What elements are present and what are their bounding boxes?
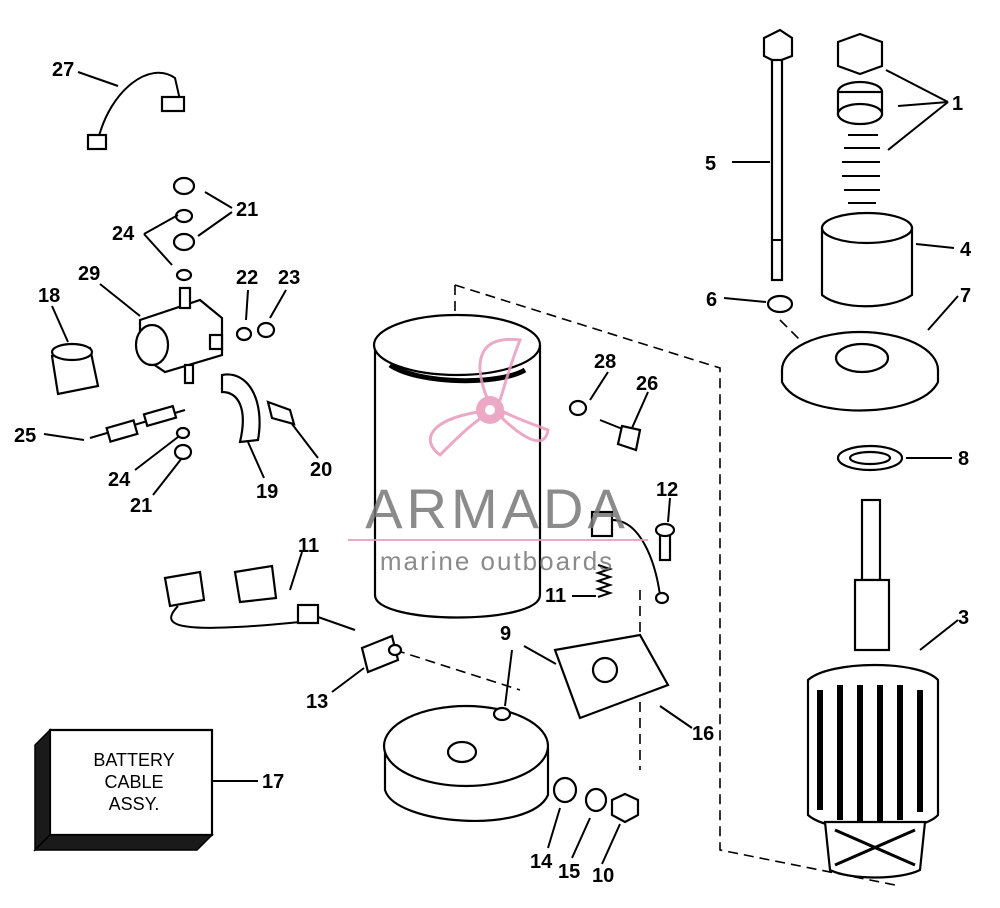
callout-8: 8 [958, 448, 969, 470]
battery-box-line-1: BATTERY [93, 750, 174, 770]
callout-27: 27 [52, 59, 74, 81]
end-cap-fasteners [552, 776, 640, 824]
callout-14: 14 [530, 851, 553, 873]
callout-5: 5 [705, 153, 716, 175]
thrust-washer-part [836, 444, 904, 472]
callout-15: 15 [558, 861, 580, 883]
positive-cable-part [89, 404, 193, 461]
through-bolt-part [762, 28, 794, 282]
watermark: ARMADA marine outboards [348, 337, 648, 576]
callout-21-bottom: 21 [130, 495, 152, 517]
battery-cable-box [33, 728, 214, 852]
callout-20: 20 [310, 459, 332, 481]
brush-plate-part [553, 633, 670, 720]
callout-11-right: 11 [545, 585, 566, 607]
lower-end-cap-part [382, 704, 550, 822]
propeller-logo-icon [428, 337, 550, 457]
jumper-wire-part [86, 71, 186, 151]
battery-box-line-2: CABLE [104, 772, 163, 792]
drive-pinion-part [820, 211, 914, 308]
callout-29: 29 [78, 263, 100, 285]
callout-16: 16 [692, 723, 714, 745]
armature-part [806, 498, 940, 879]
callout-26: 26 [636, 373, 658, 395]
washer-6-part [766, 294, 794, 314]
callout-labels: 1 3 4 5 6 7 8 9 10 11 11 12 13 14 15 16 … [14, 59, 972, 887]
callout-17: 17 [262, 771, 284, 793]
watermark-tagline: marine outboards [380, 546, 614, 576]
boot-part [50, 342, 100, 396]
callout-13: 13 [306, 691, 328, 713]
callout-7: 7 [960, 285, 971, 307]
callout-1: 1 [952, 93, 963, 115]
callout-11-left: 11 [298, 535, 319, 557]
solenoid-part [134, 286, 224, 385]
callout-19: 19 [256, 481, 278, 503]
callout-18: 18 [38, 285, 60, 307]
callout-22: 22 [236, 267, 258, 289]
callout-25: 25 [14, 425, 36, 447]
callout-21-top: 21 [236, 199, 258, 221]
callout-23: 23 [278, 267, 300, 289]
brush-spring-part [590, 510, 676, 605]
screw-washer-26-28 [568, 399, 642, 452]
callout-24-top: 24 [112, 223, 135, 245]
callout-4: 4 [960, 239, 972, 261]
callout-9: 9 [500, 623, 511, 645]
callout-24-bottom: 24 [108, 469, 131, 491]
brush-lead-assembly-part [163, 564, 356, 631]
bracket-part [220, 373, 296, 444]
leader-lines [43, 69, 959, 865]
callout-10: 10 [592, 865, 614, 887]
callout-6: 6 [706, 289, 717, 311]
callout-3: 3 [958, 607, 969, 629]
drive-nut-collar-spring [836, 32, 884, 204]
solenoid-nuts-washers [172, 176, 196, 282]
battery-box-line-3: ASSY. [109, 794, 160, 814]
upper-end-cap-part [780, 330, 940, 412]
terminal-block-part [360, 634, 403, 674]
callout-12: 12 [656, 479, 678, 501]
watermark-brand: ARMADA [365, 477, 629, 540]
callout-28: 28 [594, 351, 616, 373]
small-nuts-22-23 [235, 321, 276, 342]
